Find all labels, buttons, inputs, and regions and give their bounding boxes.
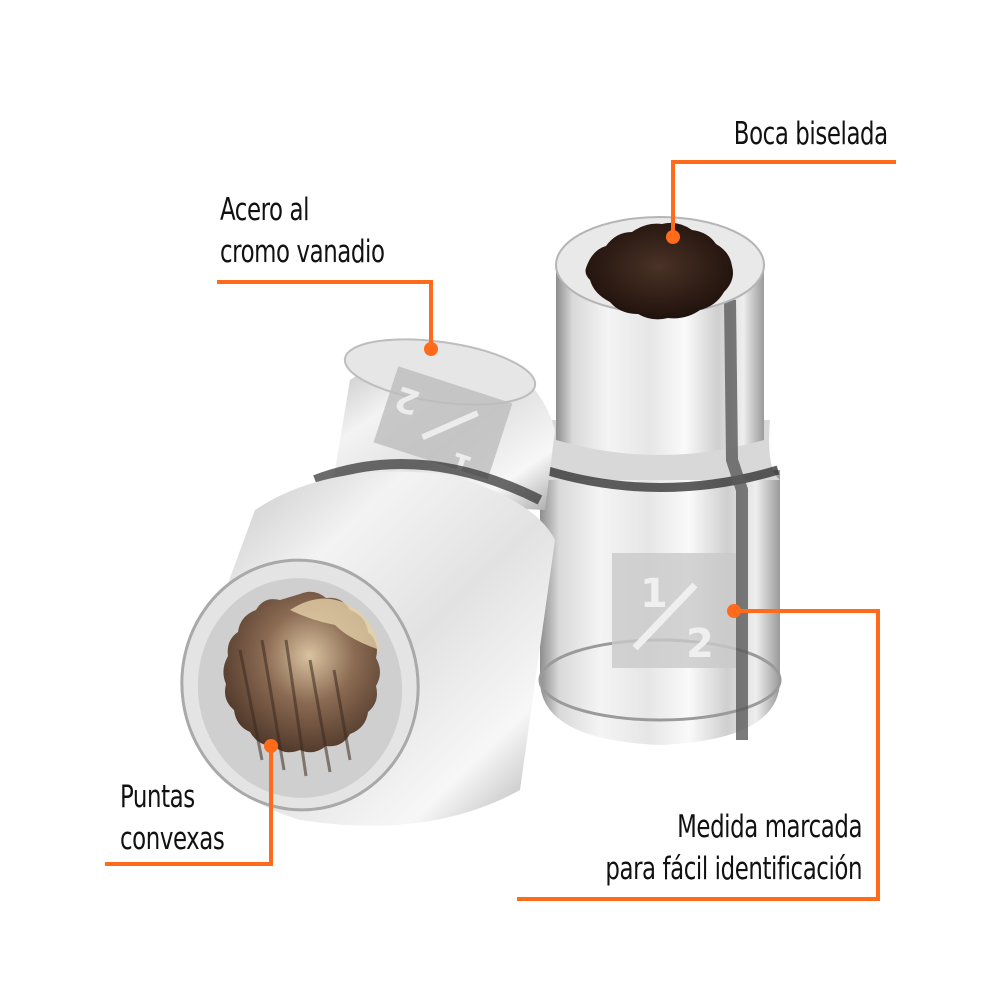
callout-label-acero-cromo-vanadio: Acero al cromo vanadio	[220, 189, 385, 273]
callout-text-line: Puntas	[120, 779, 195, 815]
socket-upright: 1 2	[538, 216, 782, 745]
socket-tilted: 2 1	[180, 338, 555, 826]
callout-lines	[105, 160, 896, 901]
callout-label-medida-marcada: Medida marcada para fácil identificación	[605, 806, 862, 890]
callout-label-boca-biselada: Boca biselada	[734, 113, 888, 155]
callout-text-line: para fácil identificación	[605, 851, 862, 887]
callout-line-acero	[217, 280, 433, 349]
callout-dot-boca-biselada	[666, 230, 680, 244]
callout-text-line: Boca biselada	[734, 116, 888, 152]
callout-dots	[264, 230, 741, 753]
callout-line-medida	[517, 609, 880, 901]
callout-label-puntas-convexas: Puntas convexas	[120, 776, 225, 860]
size-marking-tilted: 2 1	[373, 366, 513, 484]
callout-dot-puntas	[264, 739, 278, 753]
callout-dot-medida	[727, 604, 741, 618]
callout-text-line: cromo vanadio	[220, 234, 385, 270]
svg-text:2: 2	[686, 621, 714, 667]
callout-dot-acero	[424, 342, 438, 356]
bore-flutes	[238, 639, 352, 777]
callout-line-boca-biselada	[671, 160, 896, 237]
callout-text-line: convexas	[120, 821, 225, 857]
callout-text-line: Medida marcada	[677, 809, 862, 845]
size-marking-upright: 1 2	[612, 553, 736, 668]
svg-text:1: 1	[640, 571, 668, 617]
callout-line-puntas	[105, 746, 273, 866]
callout-text-line: Acero al	[220, 192, 310, 228]
